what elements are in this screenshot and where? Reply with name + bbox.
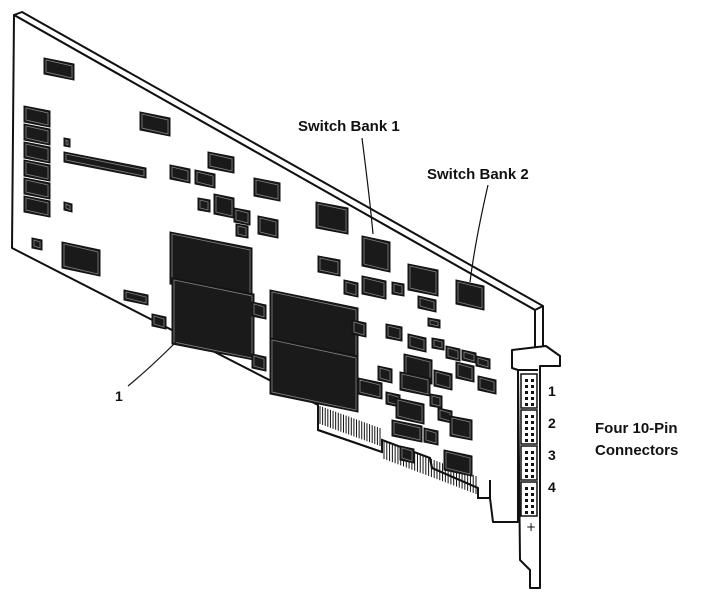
chip <box>63 151 147 179</box>
connector-2 <box>520 409 538 445</box>
chip <box>197 197 211 213</box>
chip <box>31 237 43 251</box>
chip <box>23 105 51 128</box>
leader-lines <box>127 137 489 387</box>
plus-mark: + <box>526 520 536 534</box>
chip <box>475 355 491 370</box>
switch-bank-1-label: Switch Bank 1 <box>298 118 400 135</box>
chip <box>23 123 51 146</box>
chip <box>377 365 393 384</box>
chip <box>233 207 251 226</box>
chip <box>61 241 101 277</box>
chip <box>427 317 441 329</box>
chip <box>315 201 349 235</box>
chip <box>423 427 439 446</box>
connector-3 <box>520 445 538 481</box>
chip <box>269 337 359 413</box>
chip <box>455 279 485 311</box>
chip <box>455 361 475 383</box>
connector-number-4: 4 <box>548 479 556 495</box>
chip <box>194 169 216 189</box>
chip <box>343 279 359 298</box>
chip <box>361 235 391 273</box>
edge-connector <box>317 405 491 499</box>
chip <box>169 164 191 184</box>
chip <box>449 415 473 441</box>
chip <box>391 281 405 297</box>
chip <box>417 295 437 313</box>
chip <box>235 223 249 239</box>
chip <box>251 353 267 372</box>
chip <box>151 313 167 330</box>
chip <box>351 319 367 338</box>
chip <box>477 375 497 395</box>
chip <box>391 419 423 443</box>
chip <box>407 333 427 353</box>
chip <box>361 275 387 300</box>
chip <box>63 201 73 213</box>
chip <box>407 263 439 297</box>
chip <box>431 337 445 351</box>
chip <box>399 445 415 464</box>
chip <box>317 255 341 277</box>
chip <box>23 177 51 200</box>
connector-number-2: 2 <box>548 415 556 431</box>
connector-number-3: 3 <box>548 447 556 463</box>
chip <box>445 345 461 362</box>
callout-1-label: 1 <box>115 388 123 404</box>
chip <box>23 141 51 164</box>
chip <box>395 397 425 425</box>
connectors-label-line2: Connectors <box>595 442 678 459</box>
chip <box>43 57 75 81</box>
chip <box>253 177 281 202</box>
chip <box>357 377 383 400</box>
chip <box>429 393 443 409</box>
chip <box>443 449 473 477</box>
chip <box>23 159 51 182</box>
chip <box>251 301 267 320</box>
chip <box>123 289 149 306</box>
chip <box>207 151 235 174</box>
connectors-label-line1: Four 10-Pin <box>595 420 678 437</box>
chip <box>139 111 171 137</box>
switch-bank-2-label: Switch Bank 2 <box>427 166 529 183</box>
connector-4 <box>520 481 538 517</box>
components <box>23 57 497 477</box>
ten-pin-connectors <box>520 373 538 517</box>
chip <box>257 215 279 239</box>
chip <box>23 195 51 218</box>
chip <box>433 369 453 391</box>
chip <box>385 323 403 342</box>
connector-1 <box>520 373 538 409</box>
connector-number-1: 1 <box>548 383 556 399</box>
chip <box>63 137 71 148</box>
